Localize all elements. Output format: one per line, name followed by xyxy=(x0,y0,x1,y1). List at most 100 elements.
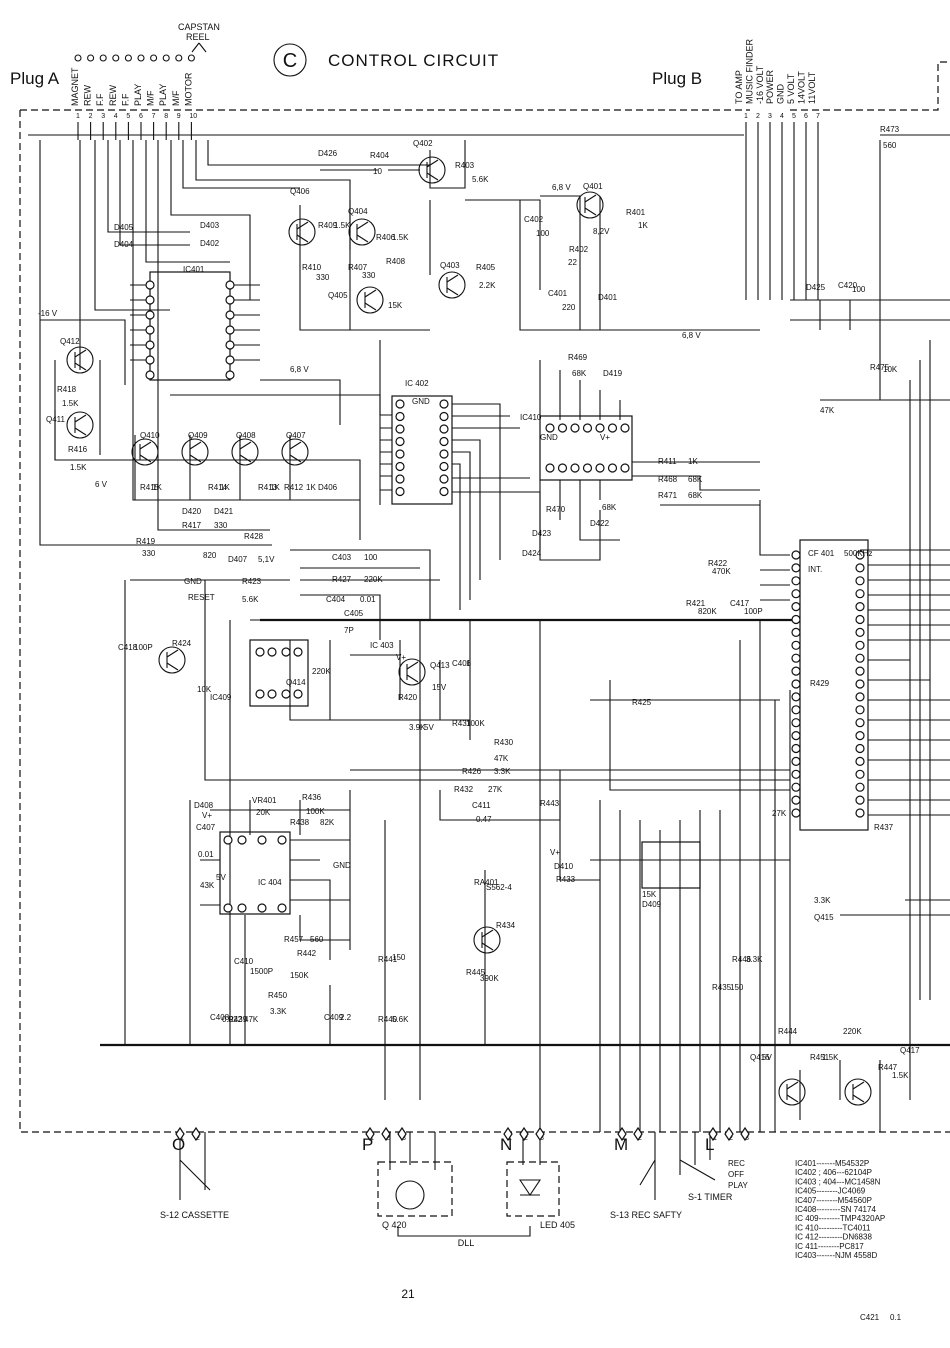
plug-a-label: Plug A xyxy=(10,69,60,88)
capstan-label: CAPSTAN xyxy=(178,22,220,32)
wire-trace xyxy=(119,140,190,246)
connector-pin-number: 3 xyxy=(402,1135,406,1142)
component-label: C408 xyxy=(210,1013,230,1022)
plug-b-pin-label: GND xyxy=(776,84,786,105)
opamp-pin xyxy=(223,835,233,845)
ic409-pin xyxy=(855,550,865,560)
wire-trace xyxy=(230,284,260,361)
component-label: R406 xyxy=(376,233,396,242)
component-label: 1K xyxy=(220,483,230,492)
transistor-lead xyxy=(786,1081,799,1103)
ic409-pin xyxy=(791,550,801,560)
component-label: 68K xyxy=(688,491,703,500)
wire-trace xyxy=(289,640,470,721)
transistor-symbol xyxy=(158,646,186,674)
wire-trace xyxy=(820,134,950,401)
ic409-pin xyxy=(855,563,865,573)
component-label: R473 xyxy=(880,125,900,134)
component-label: 68K xyxy=(602,503,617,512)
component-label: R425 xyxy=(632,698,652,707)
component-label: Q413 xyxy=(430,661,450,670)
transistor-lead xyxy=(406,661,419,683)
component-label: D419 xyxy=(603,369,623,378)
component-label: R421 xyxy=(686,599,706,608)
plug-b-pin-label: 14VOLT xyxy=(796,71,806,104)
plug-a-pin-terminal xyxy=(87,54,95,62)
wire-trace xyxy=(182,140,300,189)
component-label: R401 xyxy=(626,208,646,217)
ic409-pin xyxy=(855,601,865,612)
wire-trace xyxy=(379,340,392,416)
wire-trace xyxy=(609,680,790,791)
plug-a-pin-number: 6 xyxy=(139,113,143,120)
component-label: R444 xyxy=(778,1027,798,1036)
plug-a-pin-terminal xyxy=(124,54,132,62)
component-label: D421 xyxy=(214,507,234,516)
ic410-pin xyxy=(582,463,593,473)
component-label: C417 xyxy=(730,599,750,608)
wire-trace xyxy=(244,915,350,1045)
component-label: Q404 xyxy=(348,207,368,216)
component-label: R451 xyxy=(810,1053,830,1062)
connector-label: Q 420 xyxy=(382,1220,407,1230)
ic409-pin xyxy=(791,576,801,586)
component-label: C411 xyxy=(472,801,491,810)
connector-label: S-13 REC SAFTY xyxy=(610,1210,682,1220)
ic409-pin xyxy=(855,743,865,754)
component-label: IC 403 xyxy=(370,641,394,650)
transistor-symbol xyxy=(356,286,384,314)
section-badge xyxy=(273,43,307,77)
component-label: 6,8 V xyxy=(290,365,309,374)
ic409-pin xyxy=(791,640,801,650)
opamp-pin xyxy=(237,835,247,845)
phototransistor-symbol xyxy=(395,1180,425,1210)
ic409-pin xyxy=(791,782,801,792)
component-label: 2.2 xyxy=(340,1013,352,1022)
ic409-pin xyxy=(855,795,865,805)
component-label: 10 xyxy=(373,167,382,176)
transistor-lead xyxy=(364,289,377,311)
transistor-lead xyxy=(446,274,459,296)
ic409-pin xyxy=(855,679,865,689)
component-label: Q417 xyxy=(900,1046,920,1055)
wire-trace xyxy=(380,427,392,491)
transistor-symbol xyxy=(231,438,259,466)
component-label: 330 xyxy=(142,549,156,558)
component-label: 6 V xyxy=(95,480,108,489)
connector-letter: O xyxy=(172,1135,185,1154)
component-label: Q405 xyxy=(328,291,348,300)
ic410-pin xyxy=(620,423,630,433)
component-label: R450 xyxy=(268,991,288,1000)
wire-trace xyxy=(539,360,621,420)
connector-pin-number: 2 xyxy=(638,1135,642,1142)
component-label: 6,8 V xyxy=(552,183,571,192)
component-label: 5.6K xyxy=(392,1015,409,1024)
component-label: C420 xyxy=(838,281,858,290)
component-label: R428 xyxy=(244,532,264,541)
plug-b-label: Plug B xyxy=(652,69,702,88)
led-icon xyxy=(518,1179,542,1196)
component-label: 820 xyxy=(203,551,217,560)
connector-pin-number: 2 xyxy=(729,1135,733,1142)
component-label: Q415 xyxy=(814,913,834,922)
component-label: R419 xyxy=(136,537,156,546)
plug-a-pin-number: 4 xyxy=(114,113,118,120)
connector-letter: N xyxy=(500,1135,512,1154)
wire-trace xyxy=(107,140,190,233)
component-label: 100K xyxy=(306,807,325,816)
ic402-pin xyxy=(439,461,449,472)
connector-label: S-12 CASSETTE xyxy=(160,1210,229,1220)
ic409-pin xyxy=(855,614,865,625)
component-label: D409 xyxy=(642,900,662,909)
component-label: 5V xyxy=(216,873,226,882)
component-label: 15K xyxy=(642,890,657,899)
legend-entry: IC401-------M54532P xyxy=(795,1159,869,1168)
plug-a-pin-terminal xyxy=(162,54,170,62)
component-label: CF 401 xyxy=(808,549,835,558)
component-label: GND xyxy=(184,577,202,586)
transistor-lead xyxy=(289,441,302,463)
plug-b-pin-number: 7 xyxy=(816,113,820,120)
ic401-pin xyxy=(145,340,155,350)
